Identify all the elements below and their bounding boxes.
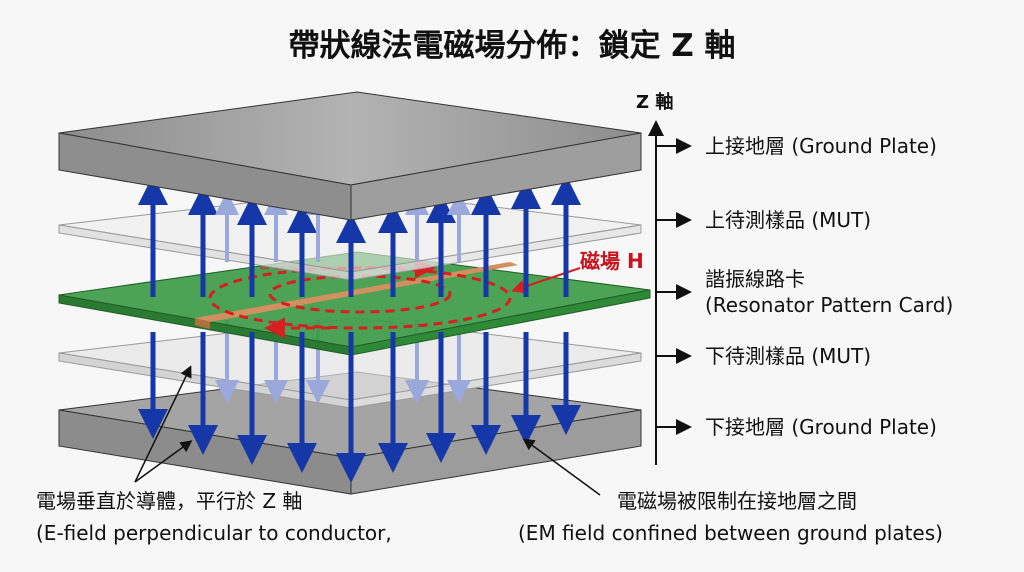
layer-label-bottom-ground: 下接地層 (Ground Plate)	[705, 415, 937, 439]
annotation-pointers	[134, 365, 601, 496]
page-title: 帶狀線法電磁場分佈：鎖定 Z 軸	[288, 28, 736, 64]
top-ground-plate	[58, 91, 642, 221]
layer-label-upper-mut: 上待測樣品 (MUT)	[705, 208, 872, 232]
layer-label-lower-mut: 下待測樣品 (MUT)	[705, 344, 872, 368]
layer-label-resonator-card: 諧振線路卡(Resonator Pattern Card)	[705, 267, 954, 317]
resonator-pattern-card	[58, 251, 651, 356]
copper-strip	[195, 262, 518, 322]
efield-annotation-en: (E-field perpendicular to conductor,	[36, 521, 392, 545]
confined-annotation-en: (EM field confined between ground plates…	[518, 521, 943, 545]
layer-label-top-ground: 上接地層 (Ground Plate)	[705, 134, 937, 158]
magnetic-field-label: 磁場 H	[580, 249, 644, 273]
efield-arrows	[138, 175, 581, 483]
z-axis-label: Z 軸	[636, 92, 674, 113]
confined-annotation-zh: 電磁場被限制在接地層之間	[617, 489, 857, 513]
z-axis	[648, 120, 692, 465]
efield-annotation-zh: 電場垂直於導體，平行於 Z 軸	[36, 489, 303, 513]
